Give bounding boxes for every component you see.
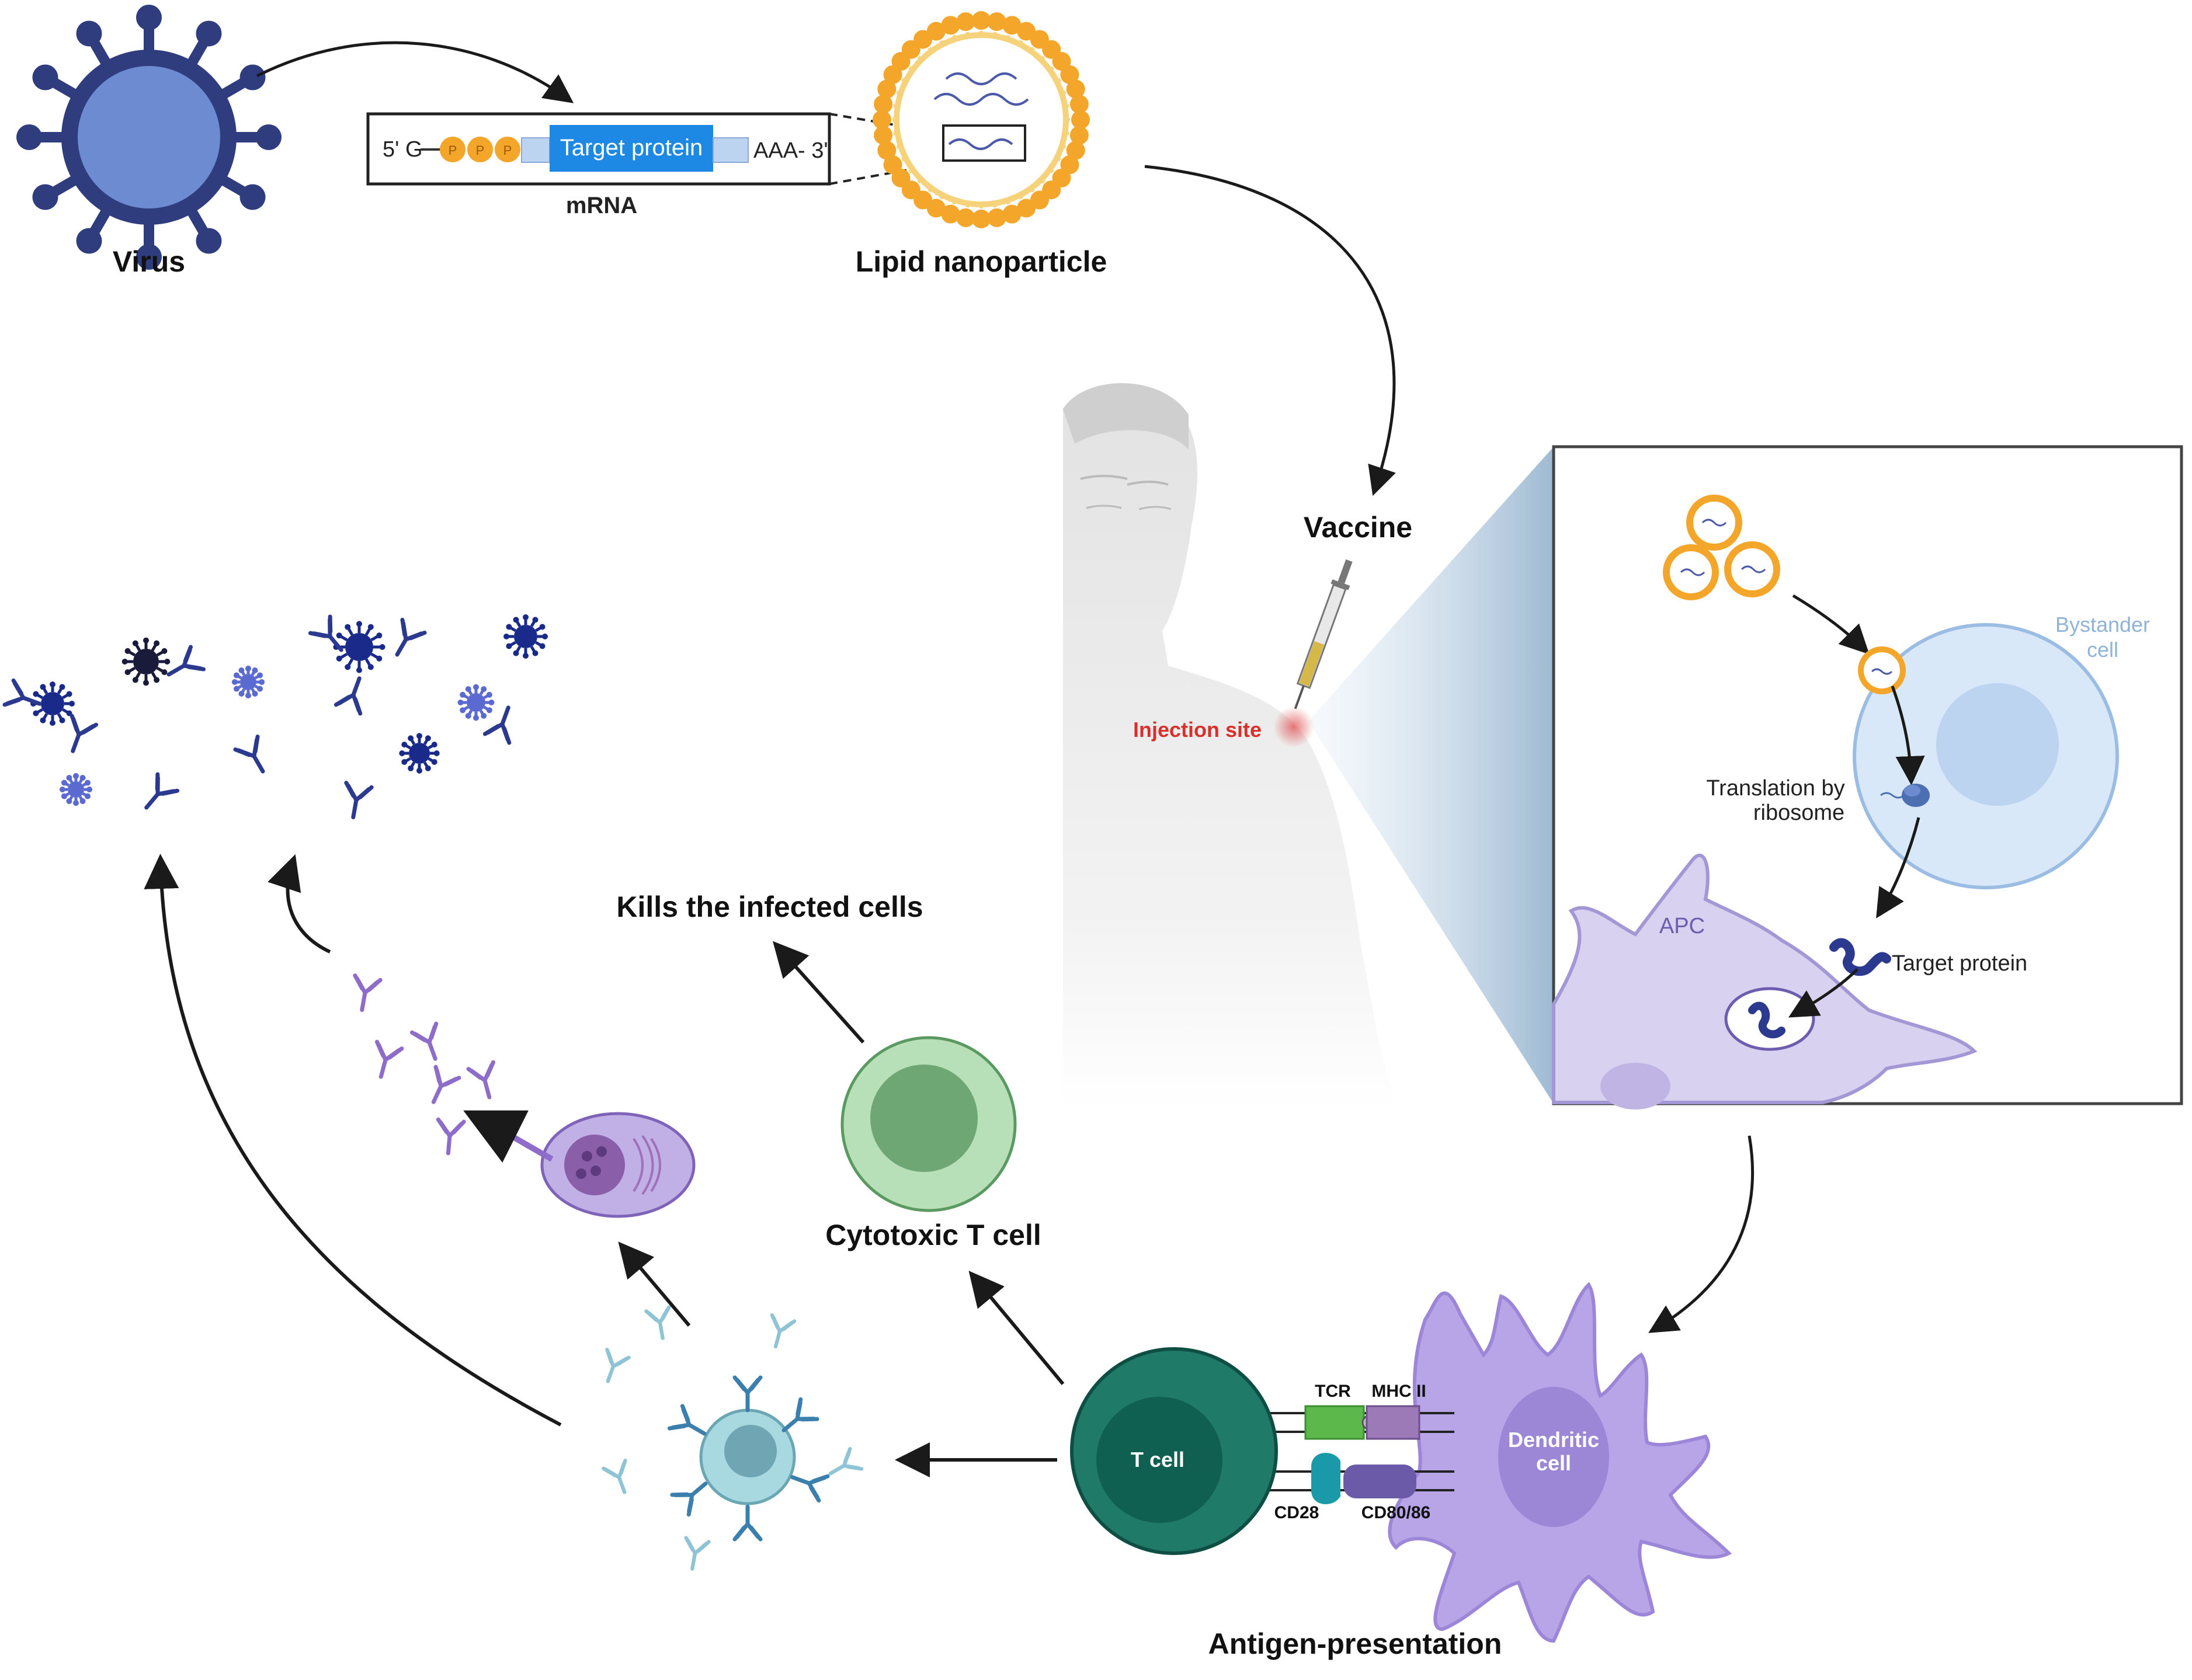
antibody-icon	[235, 736, 274, 777]
antibody-icon	[61, 716, 96, 756]
injection-site-glow	[1273, 707, 1314, 747]
mrna-3prime-label: AAA- 3'	[753, 138, 828, 163]
arrow-plasma-secrete	[479, 1118, 552, 1159]
antibody-icon	[349, 976, 380, 1013]
dendritic-cell: Dendritic cell	[1389, 1285, 1729, 1641]
antigen-presentation-label: Antigen-presentation	[1208, 1627, 1502, 1660]
virus-icon	[458, 684, 495, 721]
neutralized-virus-field	[5, 614, 548, 819]
arrow-panel-to-dendritic	[1656, 1136, 1753, 1328]
antibody-icon	[386, 620, 425, 660]
antibody-icon	[468, 1062, 502, 1100]
cap-p-1: P	[449, 143, 457, 158]
antibody-icon	[788, 1465, 828, 1500]
injection-site-label: Injection site	[1133, 718, 1262, 742]
virus-icon	[122, 638, 171, 686]
mhc-ii-receptor	[1367, 1406, 1419, 1439]
arrow-bcell-to-virus	[161, 864, 561, 1425]
antibody-icon	[435, 1119, 464, 1154]
vaccine-label: Vaccine	[1304, 511, 1412, 544]
cd28-receptor	[1311, 1453, 1340, 1504]
virus-icon	[503, 614, 548, 659]
antibody-icon	[597, 1349, 628, 1385]
antibody-icon	[765, 1315, 794, 1349]
cap-p-3: P	[503, 143, 512, 158]
virus-icon	[16, 5, 282, 270]
translation-label-1: Translation by	[1706, 776, 1844, 801]
t-cell-label: T cell	[1131, 1448, 1184, 1472]
lipid-nanoparticle-icon	[873, 11, 1090, 228]
antibody-icon	[162, 647, 203, 686]
translation-label-2: ribosome	[1753, 801, 1844, 825]
virus-icon	[232, 666, 265, 698]
antibody-icon	[412, 1024, 447, 1063]
cytotoxic-t-cell	[842, 1038, 1015, 1211]
bystander-nucleus	[1936, 683, 2059, 806]
tcr-label: TCR	[1315, 1382, 1351, 1401]
antibody-icon	[422, 1067, 459, 1107]
apc-label: APC	[1659, 914, 1705, 938]
mrna-label: mRNA	[566, 193, 637, 218]
antibody-icon	[681, 1538, 709, 1571]
antibody-icon	[825, 1449, 861, 1483]
arrow-bcell-to-plasma	[625, 1250, 689, 1326]
antibody-icon	[341, 783, 371, 820]
tcr-receptor	[1305, 1406, 1364, 1439]
antibody-icon	[137, 774, 178, 816]
virus-icon	[399, 733, 439, 773]
b-cell	[597, 1307, 861, 1571]
cell-uptake-panel: Bystander cell Translation by ribosome A…	[1554, 447, 2181, 1109]
bystander-cell-label-2: cell	[2087, 638, 2118, 662]
arrow-cytotoxic-to-kill	[780, 949, 863, 1042]
cap-p-2: P	[476, 143, 485, 158]
dendritic-label-2: cell	[1536, 1451, 1571, 1475]
antibody-icon	[369, 1042, 402, 1080]
mrna-construct: 5' G P P P Target protein AAA- 3'	[368, 114, 829, 184]
lipid-nanoparticle-label: Lipid nanoparticle	[856, 245, 1107, 278]
arrow-antibodies-to-virus	[288, 864, 330, 952]
dendritic-label-1: Dendritic	[1508, 1428, 1599, 1452]
kills-infected-label: Kills the infected cells	[616, 891, 923, 923]
secreted-antibodies	[349, 976, 502, 1154]
cd28-label: CD28	[1274, 1503, 1319, 1522]
apc-endosome	[1726, 989, 1814, 1049]
arrow-virus-to-mrna	[257, 43, 567, 98]
antibody-icon	[735, 1378, 760, 1410]
cd80-86-receptor	[1343, 1465, 1416, 1498]
target-protein-box-label: Target protein	[560, 135, 703, 161]
target-protein-label: Target protein	[1892, 951, 2027, 976]
mrna-5prime-label: 5' G	[383, 137, 423, 162]
cap-phosphates: P P P	[440, 137, 520, 162]
antibody-icon	[735, 1507, 760, 1539]
antibody-icon	[603, 1460, 635, 1496]
virus-label: Virus	[113, 245, 185, 278]
arrow-tcell-to-cytotoxic	[975, 1279, 1063, 1384]
bystander-cell-label-1: Bystander	[2055, 613, 2150, 636]
virus-icon	[60, 773, 92, 806]
cd80-label: CD80/86	[1361, 1503, 1430, 1522]
antibody-icon	[336, 674, 371, 714]
t-cell: T cell	[1072, 1349, 1276, 1553]
antibody-icon	[646, 1307, 674, 1341]
plasma-cell	[542, 1114, 694, 1216]
mhc-label: MHC II	[1371, 1382, 1426, 1401]
cytotoxic-t-cell-label: Cytotoxic T cell	[825, 1219, 1041, 1251]
